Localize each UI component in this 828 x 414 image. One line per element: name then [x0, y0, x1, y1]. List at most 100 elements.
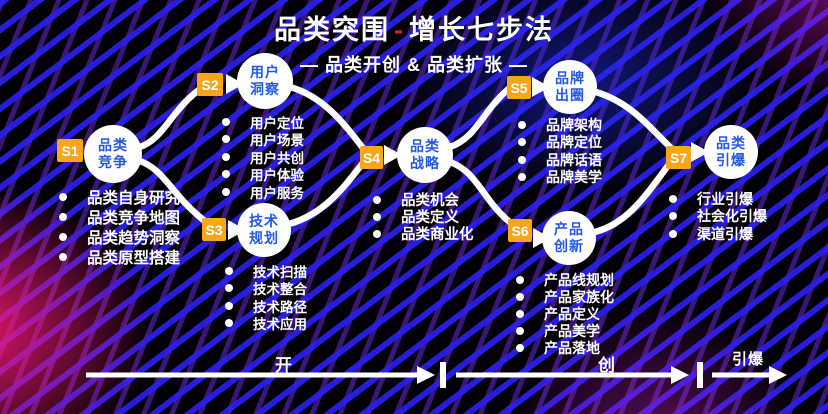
bullet-icon [225, 284, 233, 293]
bullet-icon [669, 229, 677, 238]
step-circle-s2: 用户 洞察 [237, 53, 293, 109]
bullet-icon [59, 213, 67, 221]
bullet-icon [373, 195, 381, 204]
list-item: 产品落地 [516, 339, 614, 356]
bullet-icon [222, 152, 230, 161]
list-item-label: 品类自身研究 [87, 190, 181, 207]
list-item-label: 品类机会 [401, 193, 459, 209]
bullet-icon [516, 326, 524, 335]
list-item-label: 品类定义 [401, 210, 459, 226]
step-list-s2: 用户定位 用户场景 用户共创 用户体验 用户服务 [222, 113, 304, 201]
list-item-label: 品类原型搭建 [87, 250, 181, 267]
bullet-icon [516, 343, 524, 352]
list-item: 用户定位 [222, 113, 304, 131]
list-item: 品类商业化 [373, 225, 474, 243]
list-item: 用户体验 [222, 166, 304, 183]
step-list-s7: 行业引爆 社会化引爆 渠道引爆 [669, 190, 767, 243]
list-item-label: 行业引爆 [697, 190, 753, 207]
list-item-label: 品类竞争地图 [87, 210, 181, 227]
header: 品类突围-增长七步法 — 品类开创 & 品类扩张 — [0, 8, 828, 77]
bullet-icon [373, 212, 381, 221]
list-item: 品类趋势洞察 [59, 227, 180, 247]
step-badge-s6: S6 [508, 219, 532, 242]
list-item-label: 用户服务 [250, 185, 304, 201]
list-item-label: 品牌美学 [546, 169, 602, 186]
bullet-icon [59, 253, 67, 261]
list-item: 技术扫描 [225, 262, 307, 280]
step-label-line1: 品类 [410, 138, 440, 154]
page-title: 品类突围-增长七步法 [0, 8, 828, 47]
bullet-icon [669, 212, 677, 221]
list-item: 品牌话语 [518, 151, 602, 169]
step-list-s6: 产品线规划 产品家族化 产品定义 产品美学 产品落地 [516, 271, 614, 356]
bullet-icon [516, 292, 524, 301]
list-item: 品牌美学 [518, 169, 602, 187]
list-item-label: 产品美学 [544, 322, 600, 339]
list-item: 技术整合 [225, 280, 307, 298]
list-item: 品类竞争地图 [59, 207, 180, 227]
step-label-line2: 竞争 [98, 154, 128, 170]
list-item: 行业引爆 [669, 190, 767, 208]
step-label-line1: 技术 [249, 213, 279, 229]
bullet-icon [225, 301, 233, 310]
list-item-label: 社会化引爆 [697, 208, 767, 225]
title-dash: - [394, 15, 405, 45]
step-label-line2: 规划 [249, 230, 279, 246]
list-item-label: 技术应用 [253, 317, 307, 333]
list-item-label: 技术整合 [253, 282, 307, 298]
bullet-icon [222, 170, 230, 179]
bullet-icon [222, 135, 230, 144]
list-item: 渠道引爆 [669, 225, 767, 243]
step-label-line1: 品类 [716, 135, 746, 151]
step-list-s1: 品类自身研究 品类竞争地图 品类趋势洞察 品类原型搭建 [59, 187, 180, 267]
timeline-phase-3: 引爆 [731, 351, 765, 368]
list-item: 用户服务 [222, 183, 304, 201]
list-item-label: 技术扫描 [253, 264, 307, 280]
list-item-label: 产品线规划 [544, 271, 614, 288]
list-item: 品类机会 [373, 191, 474, 209]
step-circle-s4: 品类 战略 [397, 127, 453, 183]
list-item-label: 产品家族化 [544, 288, 614, 305]
title-right: 增长七步法 [409, 15, 554, 45]
step-label-line1: 用户 [250, 64, 280, 80]
bullet-icon [669, 194, 677, 203]
bullet-icon [222, 187, 230, 196]
step-circle-s7: 品类 引爆 [704, 125, 758, 179]
timeline-phase-2: 创 [598, 356, 616, 375]
step-label-line1: 产品 [554, 221, 584, 237]
step-label-line2: 洞察 [250, 81, 280, 97]
list-item: 品类自身研究 [59, 187, 180, 207]
list-item-label: 品类商业化 [401, 227, 474, 243]
step-label-line2: 战略 [410, 155, 440, 171]
timeline-phase-1: 开 [275, 356, 293, 375]
list-item: 社会化引爆 [669, 208, 767, 226]
bullet-icon [518, 173, 526, 182]
bullet-icon [518, 138, 526, 147]
step-badge-s2: S2 [197, 73, 223, 96]
step-circle-s1: 品类 竞争 [84, 125, 142, 183]
list-item: 品牌架构 [518, 116, 602, 134]
list-item: 品类原型搭建 [59, 247, 180, 267]
list-item-label: 品牌话语 [546, 151, 602, 168]
bullet-icon [518, 120, 526, 129]
step-badge-s1: S1 [57, 139, 83, 162]
list-item: 技术应用 [225, 315, 307, 333]
step-badge-s3: S3 [202, 218, 226, 241]
step-list-s5: 品牌架构 品牌定位 品牌话语 品牌美学 [518, 116, 602, 186]
list-item-label: 产品定义 [544, 305, 600, 322]
list-item: 产品定义 [516, 305, 614, 322]
bullet-icon [225, 266, 233, 275]
bullet-icon [59, 193, 67, 201]
step-label-line1: 品类 [98, 137, 128, 153]
step-label-line2: 创新 [554, 238, 584, 254]
step-circle-s3: 技术 规划 [237, 203, 291, 257]
list-item: 产品线规划 [516, 271, 614, 288]
title-left: 品类突围 [274, 15, 390, 45]
list-item: 产品家族化 [516, 288, 614, 305]
list-item-label: 品类趋势洞察 [87, 230, 181, 247]
bullet-icon [516, 275, 524, 284]
step-badge-s4: S4 [360, 146, 383, 169]
list-item-label: 品牌定位 [546, 134, 602, 151]
list-item: 技术路径 [225, 297, 307, 315]
